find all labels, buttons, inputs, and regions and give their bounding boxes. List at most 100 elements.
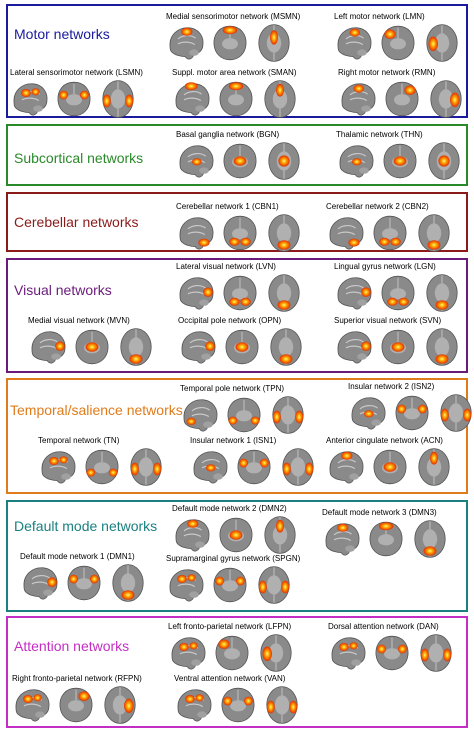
panel-motor-networks: Motor networks Medial sensorimotor netwo… bbox=[6, 4, 468, 118]
network-label: Thalamic network (THN) bbox=[336, 130, 423, 139]
coronal-slice-image bbox=[370, 213, 410, 258]
axial-slice-image bbox=[414, 447, 454, 492]
coronal-slice-image bbox=[378, 23, 418, 68]
axial-slice-image bbox=[256, 633, 296, 678]
coronal-slice-image bbox=[366, 519, 406, 564]
axial-slice-image bbox=[264, 141, 304, 186]
coronal-slice-image bbox=[234, 447, 274, 492]
sagittal-slice-image bbox=[168, 633, 208, 678]
axial-slice-image bbox=[100, 685, 140, 730]
axial-slice-image bbox=[410, 519, 450, 564]
network-label: Temporal pole network (TPN) bbox=[180, 384, 285, 393]
sagittal-slice-image bbox=[38, 447, 78, 492]
axial-slice-image bbox=[98, 79, 138, 124]
axial-slice-image bbox=[262, 685, 302, 730]
axial-slice-image bbox=[264, 213, 304, 258]
sagittal-slice-image bbox=[174, 685, 214, 730]
axial-slice-image bbox=[436, 393, 474, 438]
axial-slice-image bbox=[268, 395, 308, 440]
network-label: Left fronto-parietal network (LFPN) bbox=[168, 622, 292, 631]
network-label: Default mode network 3 (DMN3) bbox=[322, 508, 437, 517]
axial-slice-image bbox=[422, 327, 462, 372]
network-label: Left motor network (LMN) bbox=[334, 12, 425, 21]
coronal-slice-image bbox=[378, 273, 418, 318]
panel-temporal-salience-networks: Temporal/salience networks Temporal pole… bbox=[6, 378, 472, 494]
coronal-slice-image bbox=[372, 633, 412, 678]
sagittal-slice-image bbox=[10, 79, 50, 124]
axial-slice-image bbox=[266, 327, 306, 372]
coronal-slice-image bbox=[382, 79, 422, 124]
coronal-slice-image bbox=[82, 447, 122, 492]
network-label: Default mode network 2 (DMN2) bbox=[172, 504, 287, 513]
coronal-slice-image bbox=[210, 23, 250, 68]
group-title: Subcortical networks bbox=[14, 150, 144, 166]
sagittal-slice-image bbox=[334, 273, 374, 318]
network-label: Right fronto-parietal network (RFPN) bbox=[12, 674, 142, 683]
network-label: Temporal network (TN) bbox=[38, 436, 120, 445]
sagittal-slice-image bbox=[176, 141, 216, 186]
sagittal-slice-image bbox=[190, 447, 230, 492]
panel-cerebellar-networks: Cerebellar networks Cerebellar network 1… bbox=[6, 192, 468, 252]
sagittal-slice-image bbox=[328, 633, 368, 678]
axial-slice-image bbox=[260, 515, 300, 560]
sagittal-slice-image bbox=[338, 79, 378, 124]
sagittal-slice-image bbox=[334, 23, 374, 68]
panel-attention-networks: Attention networks Left fronto-parietal … bbox=[6, 616, 468, 728]
sagittal-slice-image bbox=[12, 685, 52, 730]
coronal-slice-image bbox=[216, 515, 256, 560]
sagittal-slice-image bbox=[28, 327, 68, 372]
coronal-slice-image bbox=[56, 685, 96, 730]
group-title: Visual networks bbox=[14, 282, 112, 298]
network-label: Medial visual network (MVN) bbox=[28, 316, 130, 325]
sagittal-slice-image bbox=[178, 327, 218, 372]
axial-slice-image bbox=[108, 563, 148, 608]
network-label: Supramarginal gyrus network (SPGN) bbox=[166, 554, 301, 563]
network-label: Cerebellar network 1 (CBN1) bbox=[176, 202, 279, 211]
coronal-slice-image bbox=[218, 685, 258, 730]
sagittal-slice-image bbox=[326, 213, 366, 258]
axial-slice-image bbox=[414, 213, 454, 258]
network-label: Right motor network (RMN) bbox=[338, 68, 436, 77]
coronal-slice-image bbox=[392, 393, 432, 438]
sagittal-slice-image bbox=[334, 327, 374, 372]
coronal-slice-image bbox=[220, 141, 260, 186]
axial-slice-image bbox=[260, 79, 300, 124]
sagittal-slice-image bbox=[176, 213, 216, 258]
network-label: Anterior cingulate network (ACN) bbox=[326, 436, 443, 445]
network-label: Ventral attention network (VAN) bbox=[174, 674, 286, 683]
sagittal-slice-image bbox=[20, 563, 60, 608]
axial-slice-image bbox=[422, 23, 462, 68]
network-label: Superior visual network (SVN) bbox=[334, 316, 442, 325]
group-title: Cerebellar networks bbox=[14, 214, 139, 230]
coronal-slice-image bbox=[222, 327, 262, 372]
network-label: Medial sensorimotor network (MSMN) bbox=[166, 12, 301, 21]
network-label: Lateral sensorimotor network (LSMN) bbox=[10, 68, 143, 77]
network-label: Lateral visual network (LVN) bbox=[176, 262, 276, 271]
axial-slice-image bbox=[126, 447, 166, 492]
network-label: Occipital pole network (OPN) bbox=[178, 316, 282, 325]
sagittal-slice-image bbox=[176, 273, 216, 318]
group-title: Attention networks bbox=[14, 638, 130, 654]
network-label: Cerebellar network 2 (CBN2) bbox=[326, 202, 429, 211]
panel-default-mode-networks: Default mode networks Default mode netwo… bbox=[6, 500, 468, 612]
axial-slice-image bbox=[254, 23, 294, 68]
axial-slice-image bbox=[254, 565, 294, 610]
sagittal-slice-image bbox=[172, 515, 212, 560]
network-label: Suppl. motor area network (SMAN) bbox=[172, 68, 297, 77]
sagittal-slice-image bbox=[166, 565, 206, 610]
coronal-slice-image bbox=[220, 273, 260, 318]
coronal-slice-image bbox=[216, 79, 256, 124]
sagittal-slice-image bbox=[166, 23, 206, 68]
coronal-slice-image bbox=[54, 79, 94, 124]
coronal-slice-image bbox=[64, 563, 104, 608]
coronal-slice-image bbox=[224, 395, 264, 440]
axial-slice-image bbox=[278, 447, 318, 492]
network-label: Basal ganglia network (BGN) bbox=[176, 130, 280, 139]
coronal-slice-image bbox=[370, 447, 410, 492]
network-label: Dorsal attention network (DAN) bbox=[328, 622, 439, 631]
network-label: Default mode network 1 (DMN1) bbox=[20, 552, 135, 561]
axial-slice-image bbox=[264, 273, 304, 318]
coronal-slice-image bbox=[212, 633, 252, 678]
panel-subcortical-networks: Subcortical networks Basal ganglia netwo… bbox=[6, 124, 468, 186]
sagittal-slice-image bbox=[172, 79, 212, 124]
